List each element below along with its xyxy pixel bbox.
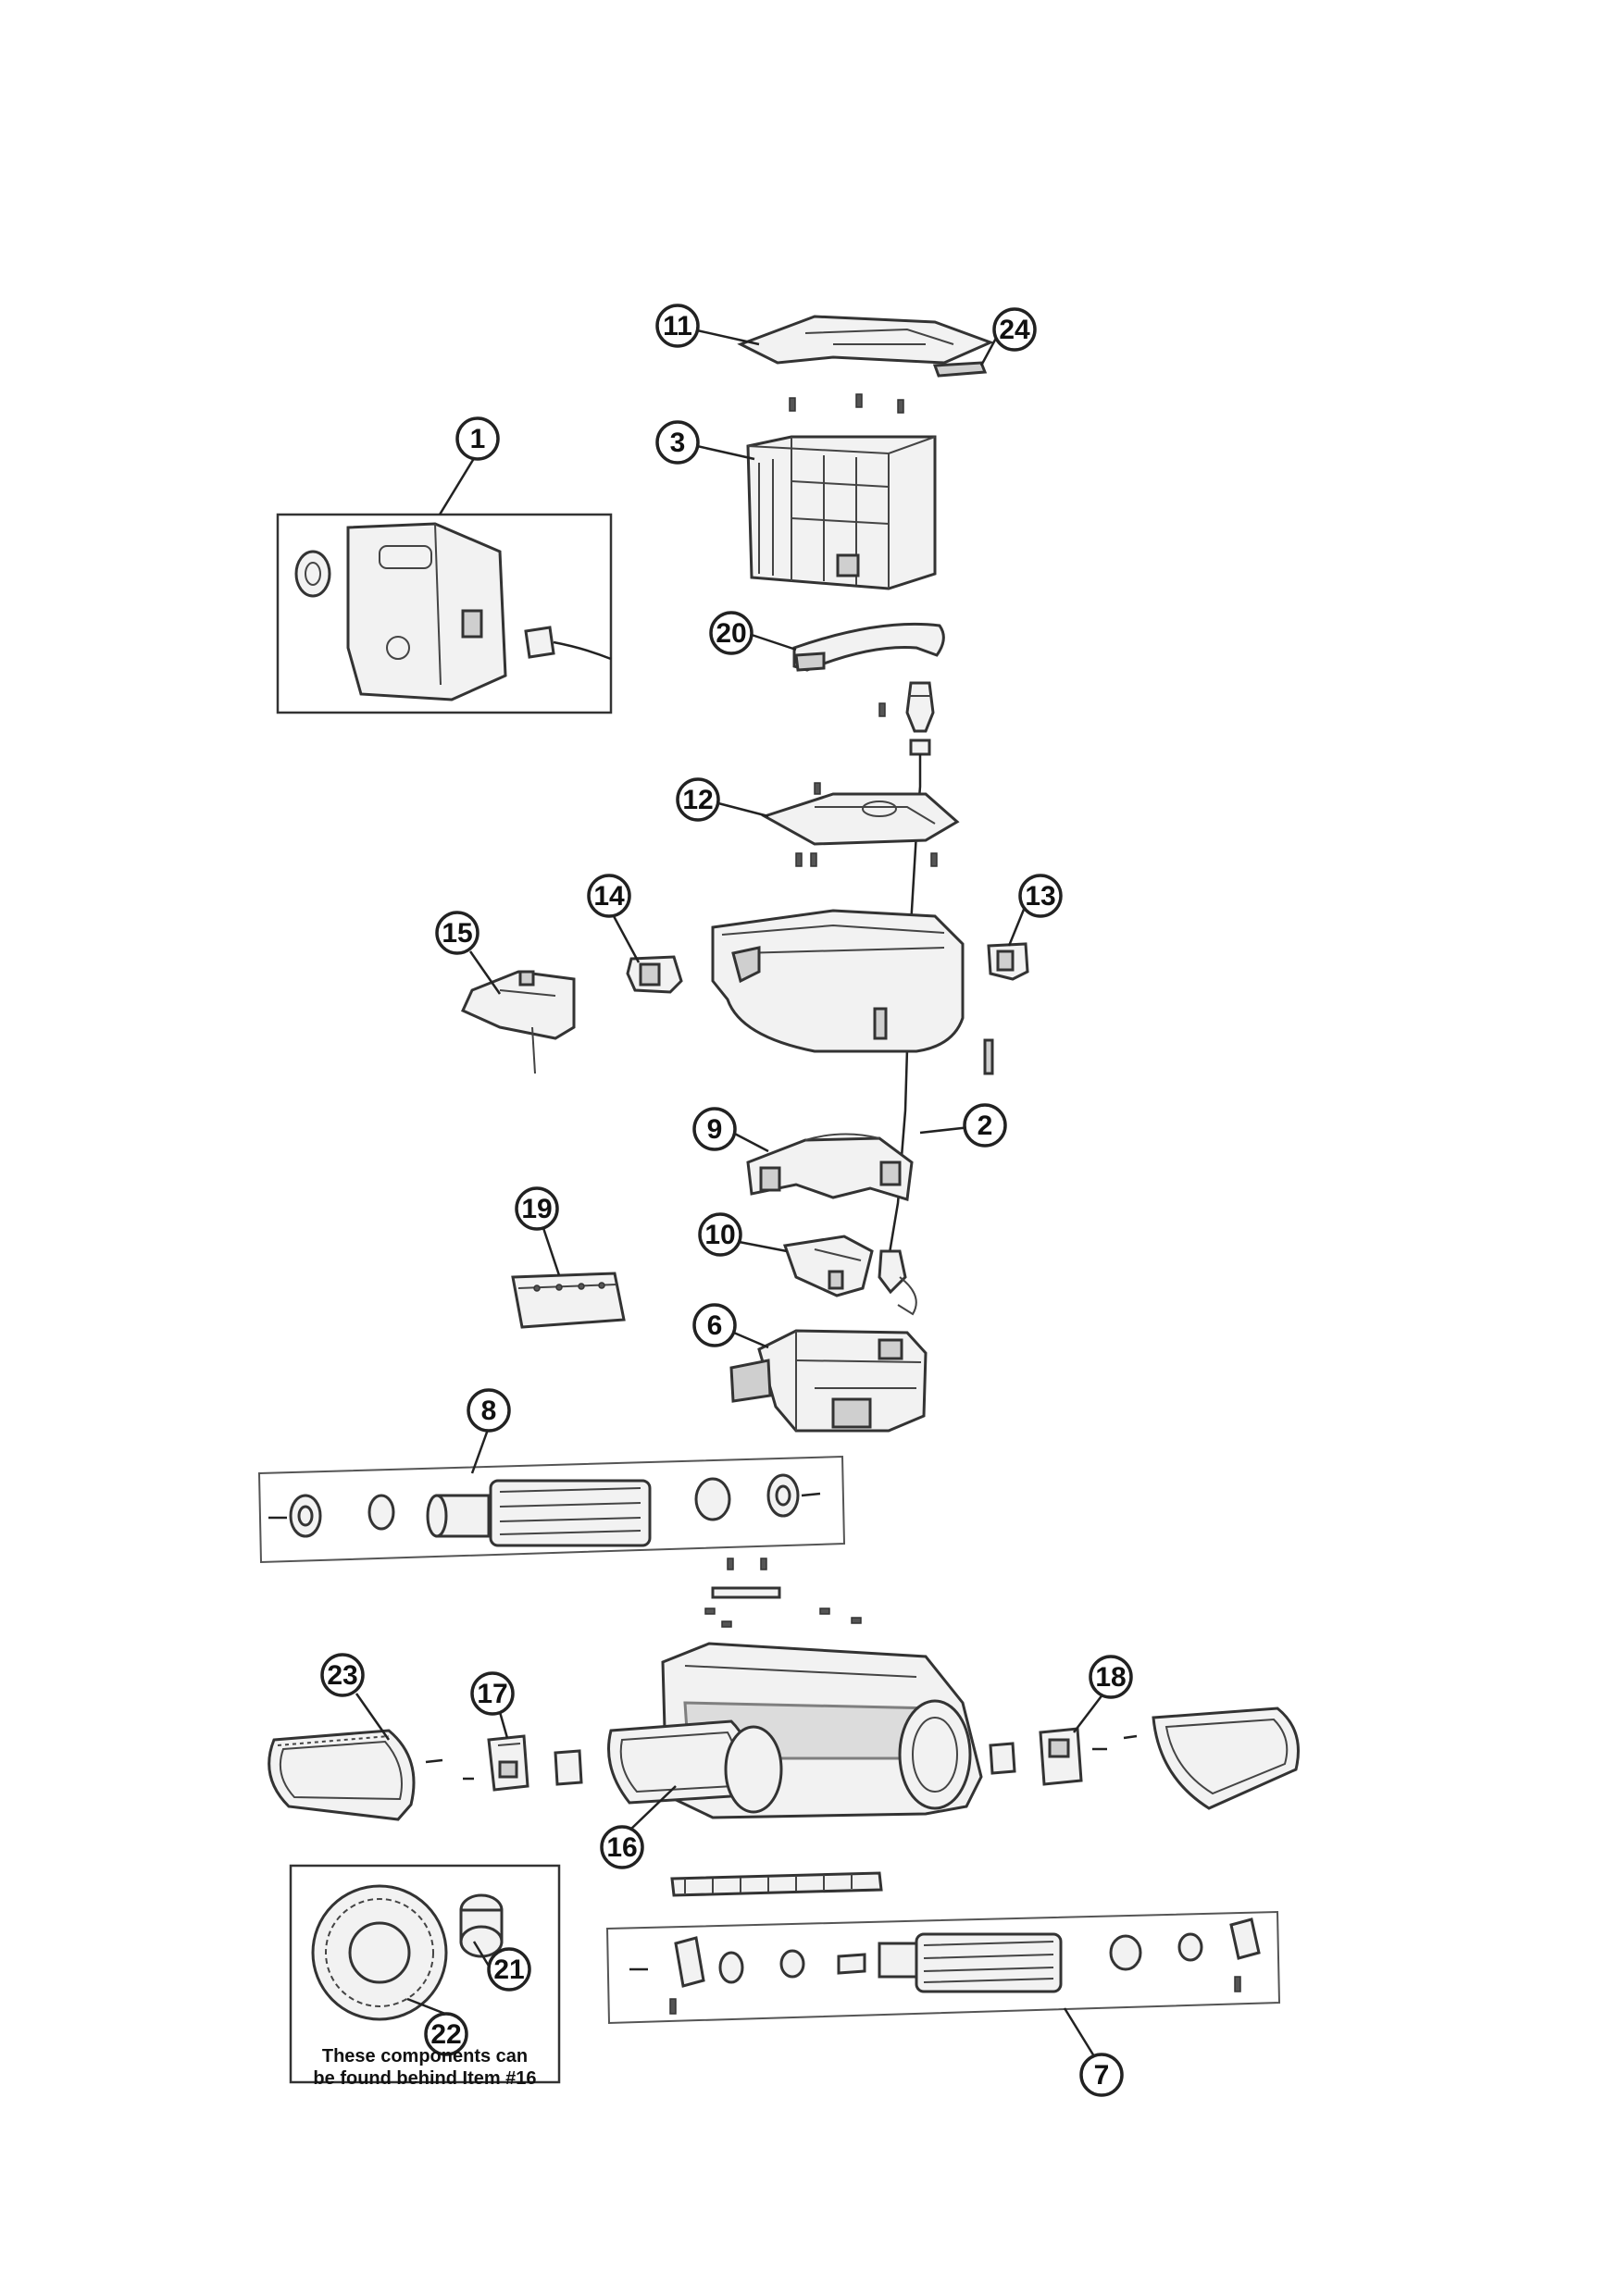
callout-10: 10 [698, 1212, 742, 1257]
rear-brush-kit [605, 1910, 1281, 2025]
callout-9-label: 9 [707, 1114, 723, 1145]
part-handle [792, 622, 945, 672]
callout-14: 14 [587, 874, 631, 918]
inset-note-line2: be found behind Item #16 [313, 2068, 536, 2089]
callout-9: 9 [692, 1107, 737, 1151]
callout-23-label: 23 [327, 1660, 357, 1691]
callout-20-label: 20 [716, 618, 746, 649]
callout-11-label: 11 [663, 311, 692, 341]
part-side-bracket-left [487, 1734, 529, 1792]
callout-1-label: 1 [470, 424, 486, 454]
callout-19-label: 19 [521, 1194, 552, 1224]
callout-10-label: 10 [704, 1220, 735, 1250]
part-flap-bracket [461, 970, 576, 1074]
callout-23: 23 [320, 1653, 365, 1697]
callout-8-label: 8 [481, 1396, 497, 1426]
part-latch-right [987, 942, 1029, 981]
track-screws-left [425, 1758, 474, 1781]
callout-22: 22 [424, 2012, 468, 2056]
callout-6: 6 [692, 1303, 737, 1347]
lid-screws [789, 393, 904, 414]
front-brush-kit [257, 1455, 846, 1564]
callout-17-label: 17 [477, 1679, 507, 1709]
part-side-bracket-right [1039, 1727, 1083, 1786]
callout-6-label: 6 [707, 1310, 723, 1341]
callout-12: 12 [676, 777, 720, 822]
track-screws-right [1092, 1734, 1138, 1751]
callout-7: 7 [1079, 2053, 1124, 2097]
callout-7-label: 7 [1094, 2060, 1110, 2091]
inset-note-line1: These components can [322, 2046, 528, 2066]
callout-19: 19 [515, 1186, 559, 1231]
inset-note: These components can be found behind Ite… [313, 2046, 536, 2089]
callout-12-label: 12 [682, 785, 713, 815]
callout-14-label: 14 [593, 881, 625, 912]
part-lid-clip [932, 361, 988, 378]
callout-24-label: 24 [999, 315, 1030, 345]
part-top-lid [737, 315, 995, 365]
callout-18: 18 [1089, 1655, 1133, 1699]
callout-21: 21 [487, 1947, 531, 1992]
rear-brush-components [629, 1917, 1261, 2015]
callout-16: 16 [600, 1825, 644, 1869]
callout-15: 15 [435, 911, 479, 955]
part-right-track [1152, 1706, 1300, 1810]
part-swivel-cable [878, 681, 935, 1316]
part-top-plate [761, 792, 960, 846]
callout-1: 1 [455, 416, 500, 461]
callout-15-label: 15 [442, 918, 472, 949]
part-bushing-right [989, 1742, 1016, 1775]
part-top-body [711, 909, 965, 1053]
small-hardware [704, 1558, 862, 1628]
wheel-bushing-inset [289, 1864, 561, 2084]
part-front-flap [511, 1272, 626, 1329]
callout-20: 20 [709, 611, 753, 655]
callout-13-label: 13 [1025, 881, 1055, 912]
part-bushing-left [554, 1749, 583, 1786]
callout-18-label: 18 [1095, 1662, 1126, 1693]
part-left-track [268, 1729, 416, 1821]
callout-16-label: 16 [606, 1832, 637, 1863]
callout-2: 2 [963, 1103, 1007, 1148]
small-screw [878, 702, 886, 717]
part-brush-strip [670, 1871, 883, 1897]
part-filter-basket [746, 435, 937, 590]
part-motor-block [729, 1329, 928, 1433]
callout-2-label: 2 [978, 1111, 993, 1141]
part-impeller-cover [782, 1235, 874, 1297]
callout-17: 17 [470, 1671, 515, 1716]
part-chassis [607, 1642, 983, 1819]
callout-3-label: 3 [670, 428, 686, 458]
callout-22-label: 22 [430, 2019, 461, 2050]
power-supply-inset [276, 513, 613, 714]
side-pin [983, 1038, 994, 1075]
part-latch-left [626, 955, 683, 994]
callout-3: 3 [655, 420, 700, 465]
callout-24: 24 [992, 307, 1037, 352]
callout-8: 8 [467, 1388, 511, 1433]
callout-21-label: 21 [493, 1955, 524, 1985]
callout-13: 13 [1018, 874, 1063, 918]
part-motor-cover [746, 1133, 914, 1201]
callout-11: 11 [655, 304, 700, 348]
plate-screws [795, 782, 938, 867]
front-brush-components [268, 1473, 821, 1547]
